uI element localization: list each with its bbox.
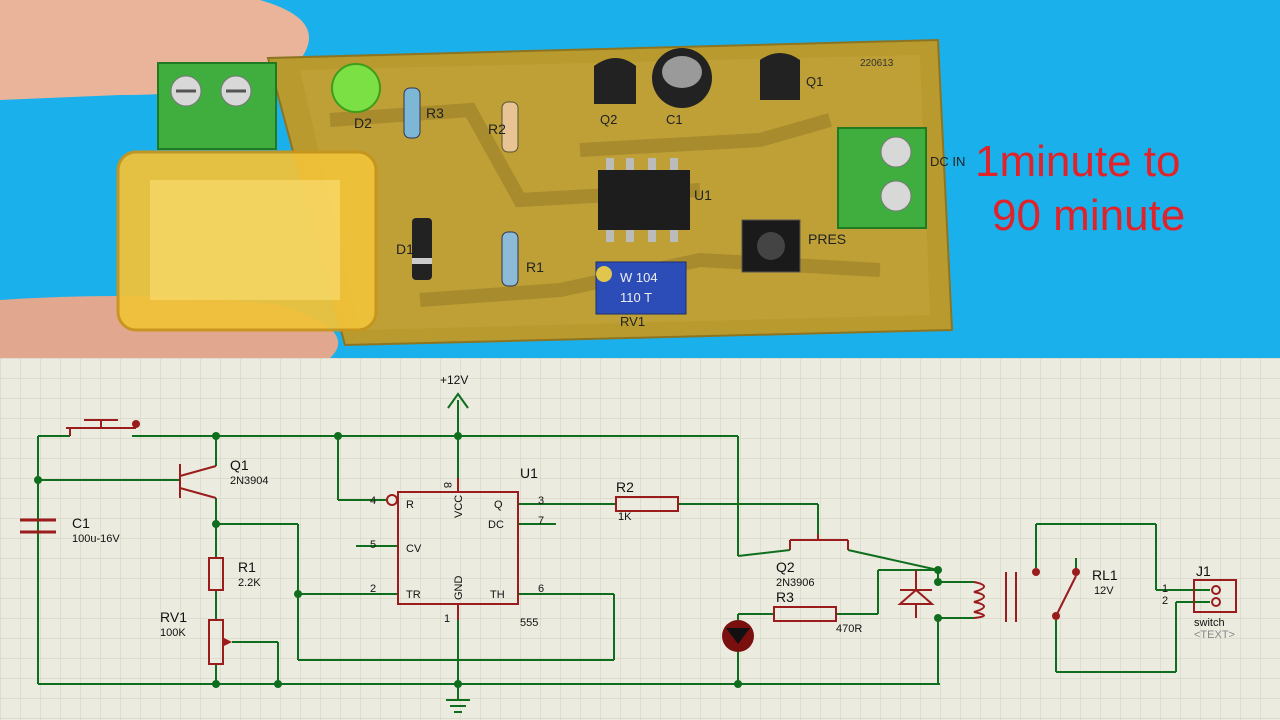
label-r2-value: 1K [618,511,632,523]
label-c1-value: 100u-16V [72,533,120,545]
resistor-r1 [501,231,519,287]
ground-symbol [446,699,470,713]
label-q2: Q2 [600,112,617,127]
pin-label-tr: TR [406,589,421,601]
label-rl1-value: 12V [1094,585,1114,597]
pin-number-4: 4 [370,495,376,507]
ic-555 [598,170,690,230]
label-q1-ref: Q1 [230,457,249,473]
pin-number-8: 8 [441,482,453,488]
flyback-diode [897,570,935,618]
title-line-2: 90 minute [992,191,1186,240]
label-q2-part: 2N3906 [776,577,815,589]
resistor-r2 [501,101,519,153]
resistor-r3 [773,606,837,622]
label-c1-ref: C1 [72,515,90,531]
wires [37,400,1210,700]
label-j1-name: switch [1194,617,1225,629]
label-d1: D1 [396,241,414,257]
label-c1: C1 [666,112,683,127]
transistor-q1 [179,464,217,499]
transistor-q1 [760,53,800,100]
label-j1-ref: J1 [1196,563,1211,579]
pcb-photo: D2 R3 R2 R1 D1 Q2 Q1 C1 220613 U1 W 104 … [0,0,1280,358]
label-u1-type: 555 [520,617,538,629]
label-serial: 220613 [860,58,894,69]
potentiometer-rv1 [208,619,224,665]
label-rv1: RV1 [620,314,645,329]
label-r1-ref: R1 [238,559,256,575]
pin-label-q: Q [494,499,503,511]
pin-number-1: 1 [444,613,450,625]
label-r3-ref: R3 [776,589,794,605]
label-r1-value: 2.2K [238,577,261,589]
relay-coil [973,581,985,619]
pin-label-dc: DC [488,519,504,531]
label-j1-text: <TEXT> [1194,629,1235,641]
label-q2-ref: Q2 [776,559,795,575]
label-rv1-value: 100K [160,627,186,639]
terminal-block-dc-in [837,127,927,229]
label-r2: R2 [488,121,506,137]
terminal-block-out [157,62,277,150]
connector-j1 [1193,579,1237,613]
transistor-q2 [594,58,636,104]
pin-label-cv: CV [406,543,422,555]
label-d2: D2 [354,115,372,131]
resistor-r3 [403,87,421,139]
pin-label-vcc: VCC [453,495,465,518]
pin-number-5: 5 [370,539,376,551]
led-indicator [722,620,754,652]
junctions [34,432,942,688]
label-j1-pin2: 2 [1162,595,1168,607]
label-trimmer-a: W 104 [620,270,658,285]
pin-number-3: 3 [538,495,544,507]
pin-label-gnd: GND [453,576,465,601]
pin-label-r: R [406,499,414,511]
label-q1-part: 2N3904 [230,475,269,487]
supply-arrow [447,392,469,409]
label-rv1-ref: RV1 [160,609,187,625]
capacitor-c1 [20,518,56,534]
label-r3-value: 470R [836,623,862,635]
label-pres: PRES [808,231,846,247]
label-trimmer-b: 110 T [620,290,652,305]
pin-number-6: 6 [538,583,544,595]
label-dc-in: DC IN [930,154,965,169]
label-u1: U1 [694,187,712,203]
label-supply: +12V [440,373,468,387]
title-line-1: 1minute to [975,137,1181,186]
label-j1-pin1: 1 [1162,583,1168,595]
resistor-r2 [615,496,679,512]
transistor-q2 [789,534,849,550]
label-r2-ref: R2 [616,479,634,495]
label-r1: R1 [526,259,544,275]
schematic: +12V C1 100u-16V Q1 2N3904 R1 2.2K RV1 1… [0,358,1280,720]
label-rl1-ref: RL1 [1092,567,1118,583]
pin-label-th: TH [490,589,505,601]
label-u1-ref: U1 [520,465,538,481]
pin-number-7: 7 [538,515,544,527]
label-q1: Q1 [806,74,823,89]
resistor-r1 [208,557,224,591]
push-switch [66,419,136,436]
diode-d1 [412,218,432,280]
pin-number-2: 2 [370,583,376,595]
led-d2 [331,63,381,113]
label-r3: R3 [426,105,444,121]
